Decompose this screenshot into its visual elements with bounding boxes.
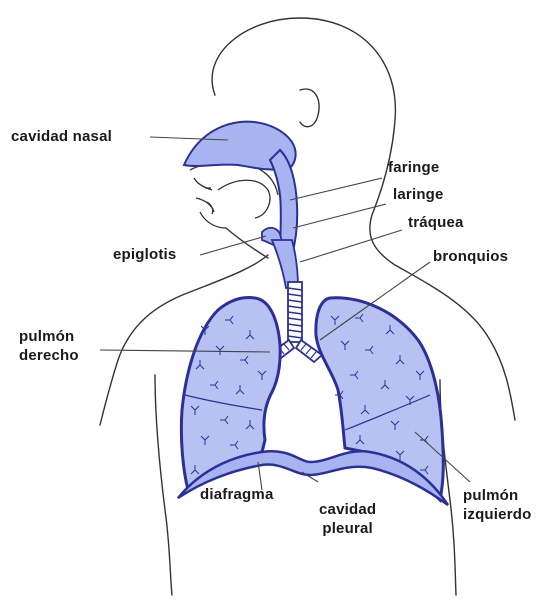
tongue-outline xyxy=(218,180,270,218)
leader-trachea xyxy=(300,230,402,262)
larynx-tube xyxy=(272,240,298,288)
lip-jaw-outline xyxy=(194,178,226,228)
label-left-lung: pulmón izquierdo xyxy=(463,486,531,524)
trachea xyxy=(288,282,302,342)
leader-epiglottis xyxy=(200,236,266,255)
left-torso-outline xyxy=(155,375,172,595)
label-trachea: tráquea xyxy=(408,213,464,232)
teeth-outline xyxy=(205,188,213,214)
label-right-lung: pulmón derecho xyxy=(19,327,79,365)
label-nasal-cavity: cavidad nasal xyxy=(11,127,112,146)
label-epiglottis: epiglotis xyxy=(113,245,176,264)
leader-pharynx xyxy=(290,178,382,200)
body-outline xyxy=(100,18,515,595)
ear-outline xyxy=(300,89,319,127)
upper-airway xyxy=(184,122,298,288)
label-diaphragm: diafragma xyxy=(200,485,274,504)
face-profile xyxy=(190,162,278,228)
label-bronchi: bronquios xyxy=(433,247,508,266)
label-larynx: laringe xyxy=(393,185,444,204)
label-pharynx: faringe xyxy=(388,158,439,177)
label-pleural-cavity: cavidad pleural xyxy=(319,500,376,538)
